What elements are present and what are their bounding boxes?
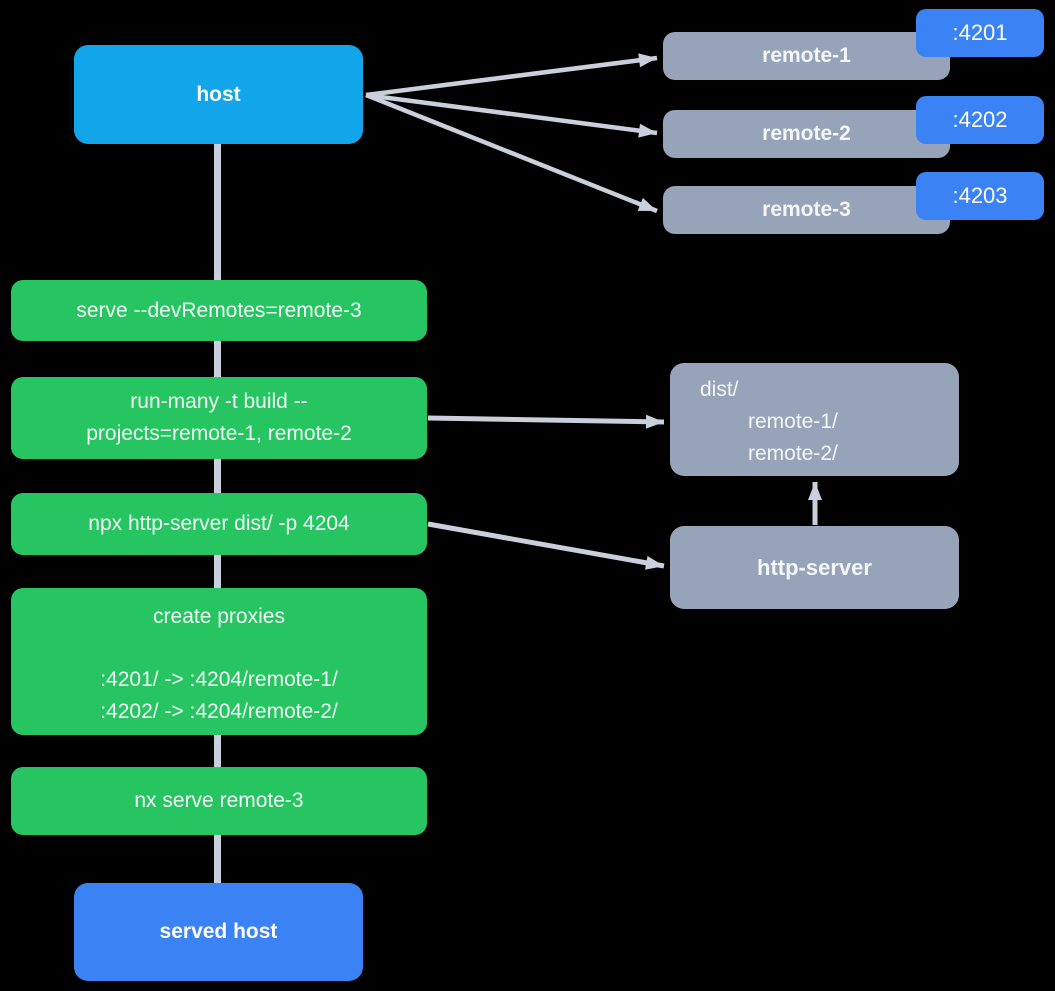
step-serve-dev-remotes: serve --devRemotes=remote-3	[11, 280, 427, 341]
port-badge-4203: :4203	[916, 172, 1044, 220]
port-4203-label: :4203	[952, 183, 1008, 208]
node-dist-folder: dist/ remote-1/ remote-2/	[670, 363, 959, 476]
node-remote-2: remote-2	[663, 110, 950, 158]
host-label: host	[196, 82, 241, 106]
served-host-label: served host	[159, 920, 278, 943]
step-run-many-line-1: run-many -t build --	[130, 390, 308, 413]
step-create-proxies: create proxies :4201/ -> :4204/remote-1/…	[11, 588, 427, 735]
node-remote-3: remote-3	[663, 186, 950, 234]
dist-child-remote-1: remote-1/	[748, 410, 838, 433]
port-4202-label: :4202	[952, 107, 1008, 132]
step-run-many-build: run-many -t build -- projects=remote-1, …	[11, 377, 427, 459]
node-remote-1: remote-1	[663, 32, 950, 80]
step-http-server-command: npx http-server dist/ -p 4204	[11, 493, 427, 555]
arrow-http-command-to-http-server	[427, 521, 665, 570]
node-host: host	[74, 45, 363, 144]
arrow-run-many-to-dist	[427, 414, 665, 429]
step-nx-serve-remote-3: nx serve remote-3	[11, 767, 427, 835]
proxy-mapping-2: :4202/ -> :4204/remote-2/	[100, 700, 338, 723]
http-server-label: http-server	[757, 554, 872, 580]
node-http-server: http-server	[670, 526, 959, 609]
step-run-many-line-2: projects=remote-1, remote-2	[86, 422, 352, 445]
arrow-host-to-remote-2	[365, 92, 658, 138]
dist-root-label: dist/	[700, 378, 739, 401]
remote-1-label: remote-1	[762, 44, 851, 67]
step-serve-dev-remotes-text: serve --devRemotes=remote-3	[76, 298, 362, 322]
step-http-server-command-text: npx http-server dist/ -p 4204	[88, 512, 350, 535]
port-4201-label: :4201	[952, 20, 1008, 45]
dist-child-remote-2: remote-2/	[748, 442, 838, 465]
node-served-host: served host	[74, 883, 363, 981]
arrow-host-to-remote-1	[365, 53, 658, 98]
proxy-mapping-1: :4201/ -> :4204/remote-1/	[100, 668, 338, 691]
remote-3-label: remote-3	[762, 198, 851, 221]
create-proxies-title: create proxies	[153, 605, 285, 628]
step-nx-serve-remote-3-text: nx serve remote-3	[134, 789, 304, 812]
port-badge-4201: :4201	[916, 9, 1044, 57]
port-badge-4202: :4202	[916, 96, 1044, 144]
remote-2-label: remote-2	[762, 122, 851, 145]
arrow-host-to-remote-3	[365, 92, 658, 214]
